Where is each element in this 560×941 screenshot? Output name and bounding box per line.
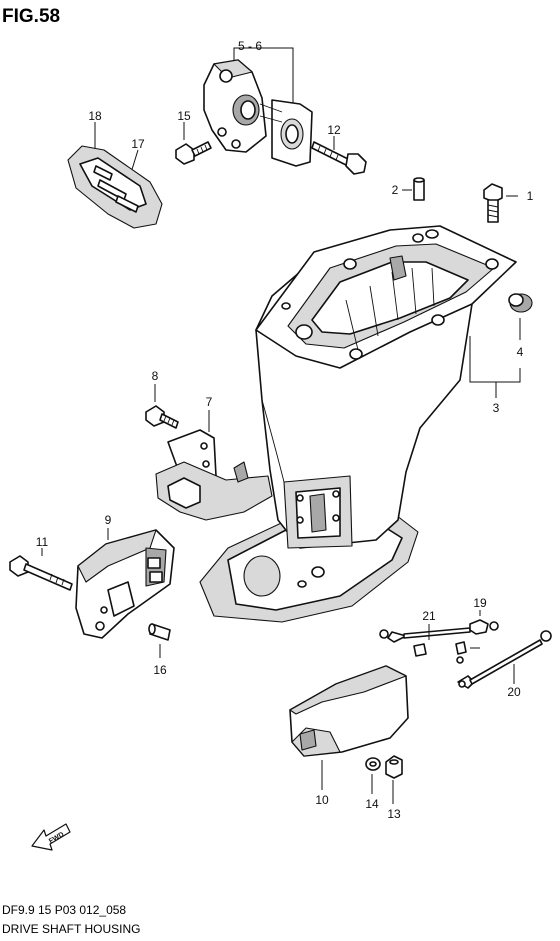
callout-3: 3 (493, 401, 500, 415)
part-plug (508, 293, 533, 340)
part-bolt-1 (483, 183, 518, 223)
part-bolt-12 (311, 136, 367, 175)
callout-18: 18 (88, 109, 102, 123)
part-lower-bracket (155, 410, 273, 521)
callout-12: 12 (327, 123, 341, 137)
part-bolt-8 (145, 384, 179, 429)
callout-19: 19 (473, 596, 487, 610)
diagram-code: DF9.9 15 P03 012_058 (2, 903, 126, 917)
callout-8: 8 (152, 369, 159, 383)
callout-16: 16 (153, 663, 167, 677)
part-screws-21 (413, 624, 480, 664)
callout-13: 13 (387, 807, 401, 821)
part-ground-wire-19 (379, 610, 499, 643)
part-nut (385, 755, 403, 804)
part-drive-shaft-housing (199, 225, 517, 623)
callout-5-6: 5 - 6 (238, 39, 262, 53)
part-ground-wire-20 (457, 630, 552, 689)
figure-title: FIG.58 (2, 6, 60, 27)
callout-9: 9 (105, 513, 112, 527)
part-dowel-pin (402, 177, 425, 201)
bracket-3 (469, 336, 521, 383)
diagram-title: DRIVE SHAFT HOUSING (2, 922, 140, 936)
callout-4: 4 (517, 345, 524, 359)
callout-11: 11 (36, 535, 49, 549)
part-top-mount-bracket (203, 47, 313, 167)
callout-labels: 5 - 6 18 17 15 12 2 1 4 3 8 7 11 9 16 21… (36, 39, 534, 821)
part-bolt-15 (175, 122, 212, 165)
part-lower-mount (75, 528, 175, 639)
callout-2: 2 (392, 183, 399, 197)
part-cover-10 (289, 665, 409, 790)
fwd-arrow-icon: FWD (31, 823, 71, 851)
callout-7: 7 (206, 395, 213, 409)
part-washer (365, 757, 381, 794)
callout-20: 20 (507, 685, 521, 699)
part-rubber-mount (67, 122, 163, 229)
callout-10: 10 (315, 793, 329, 807)
part-pin-16 (148, 623, 171, 658)
callout-15: 15 (177, 109, 191, 123)
callout-1: 1 (527, 189, 534, 203)
callout-21: 21 (422, 609, 436, 623)
callout-17: 17 (131, 137, 145, 151)
callout-14: 14 (365, 797, 379, 811)
part-bolt-11 (9, 548, 73, 591)
